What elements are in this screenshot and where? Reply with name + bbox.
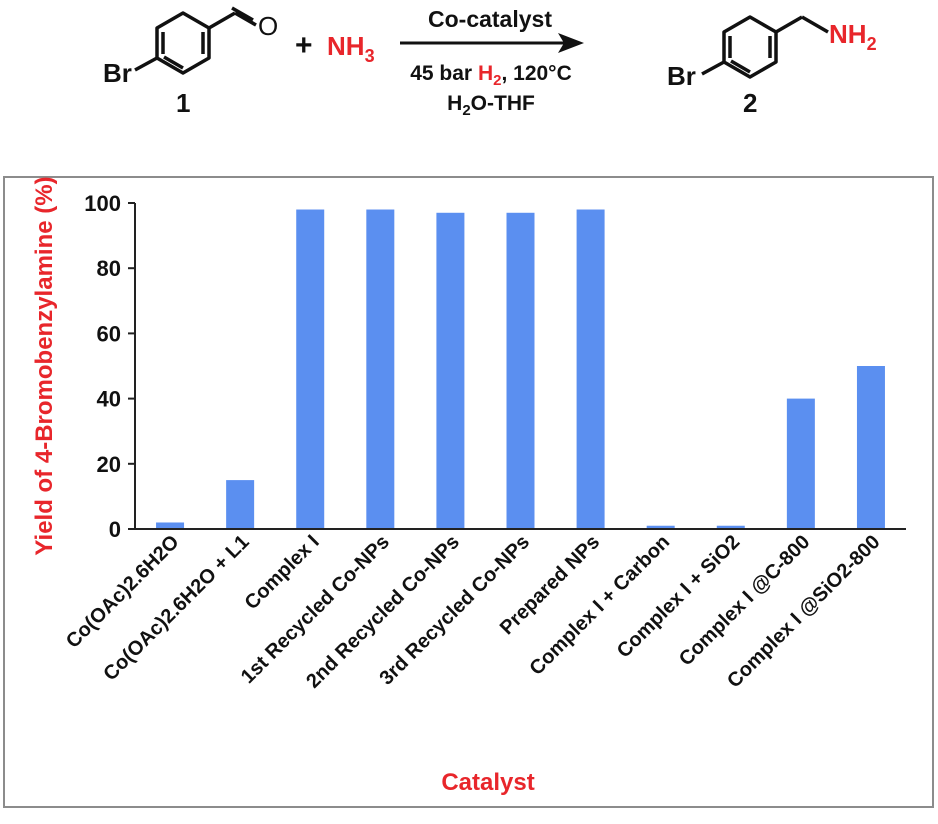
substrate-o: O (258, 11, 278, 41)
bar-5 (506, 212, 535, 529)
reaction-arrowhead (558, 33, 584, 53)
x-tick-label-2: Complex I (241, 531, 324, 614)
x-tick-label-1: Co(OAc)2.6H2O + L1 (99, 531, 253, 685)
product-structure (701, 15, 829, 79)
substrate-br: Br (103, 58, 132, 88)
reagent-ammonia: NH3 (327, 31, 375, 66)
product-label: 2 (743, 88, 757, 118)
bar-6 (576, 209, 605, 529)
y-tick-label-4: 80 (97, 256, 121, 281)
x-tick-label-8: Complex I + SiO2 (613, 531, 744, 662)
y-tick-label-3: 60 (97, 321, 121, 346)
bar-10 (856, 366, 885, 529)
bar-8 (716, 525, 745, 529)
bar-3 (366, 209, 395, 529)
bar-9 (786, 398, 815, 529)
x-tick-label-3: 1st Recycled Co-NPs (237, 531, 394, 688)
arrow-solvent: H2O-THF (447, 92, 535, 119)
arrow-catalyst-label: Co-catalyst (428, 6, 552, 32)
x-axis-label: Catalyst (441, 769, 534, 796)
product-amine: NH2 (829, 19, 877, 54)
reaction-scheme: Br O 1 + NH3 Co-catalyst 45 bar H2, 120°… (103, 6, 877, 119)
x-tick-label-10: Complex I @SiO2-800 (723, 531, 884, 692)
x-tick-label-0: Co(OAc)2.6H2O (62, 531, 184, 653)
product-br: Br (667, 61, 696, 91)
y-tick-label-2: 40 (97, 387, 121, 412)
bar-0 (156, 522, 185, 529)
x-tick-label-7: Complex I + Carbon (525, 531, 674, 680)
y-ticks-layer: 0 20 40 60 80 100 (84, 191, 135, 542)
bar-1 (226, 480, 255, 529)
bar-7 (646, 525, 675, 529)
chart-frame (3, 176, 934, 808)
substrate-label: 1 (176, 88, 190, 118)
x-tick-label-5: 3rd Recycled Co-NPs (375, 531, 534, 690)
y-tick-label-0: 0 (109, 517, 121, 542)
plus-sign: + (295, 29, 313, 62)
bar-4 (436, 212, 465, 529)
x-tick-label-9: Complex I @C-800 (675, 531, 814, 670)
bar-2 (296, 209, 325, 529)
x-tick-label-4: 2nd Recycled Co-NPs (302, 531, 464, 693)
y-tick-label-5: 100 (84, 191, 121, 216)
x-tick-label-6: Prepared NPs (496, 531, 604, 639)
y-axis-label: Yield of 4-Bromobenzylamine (%) (31, 176, 58, 555)
bars-layer (156, 209, 885, 529)
arrow-conditions: 45 bar H2, 120°C (410, 62, 572, 89)
substrate-structure (134, 6, 257, 75)
y-tick-label-1: 20 (97, 452, 121, 477)
